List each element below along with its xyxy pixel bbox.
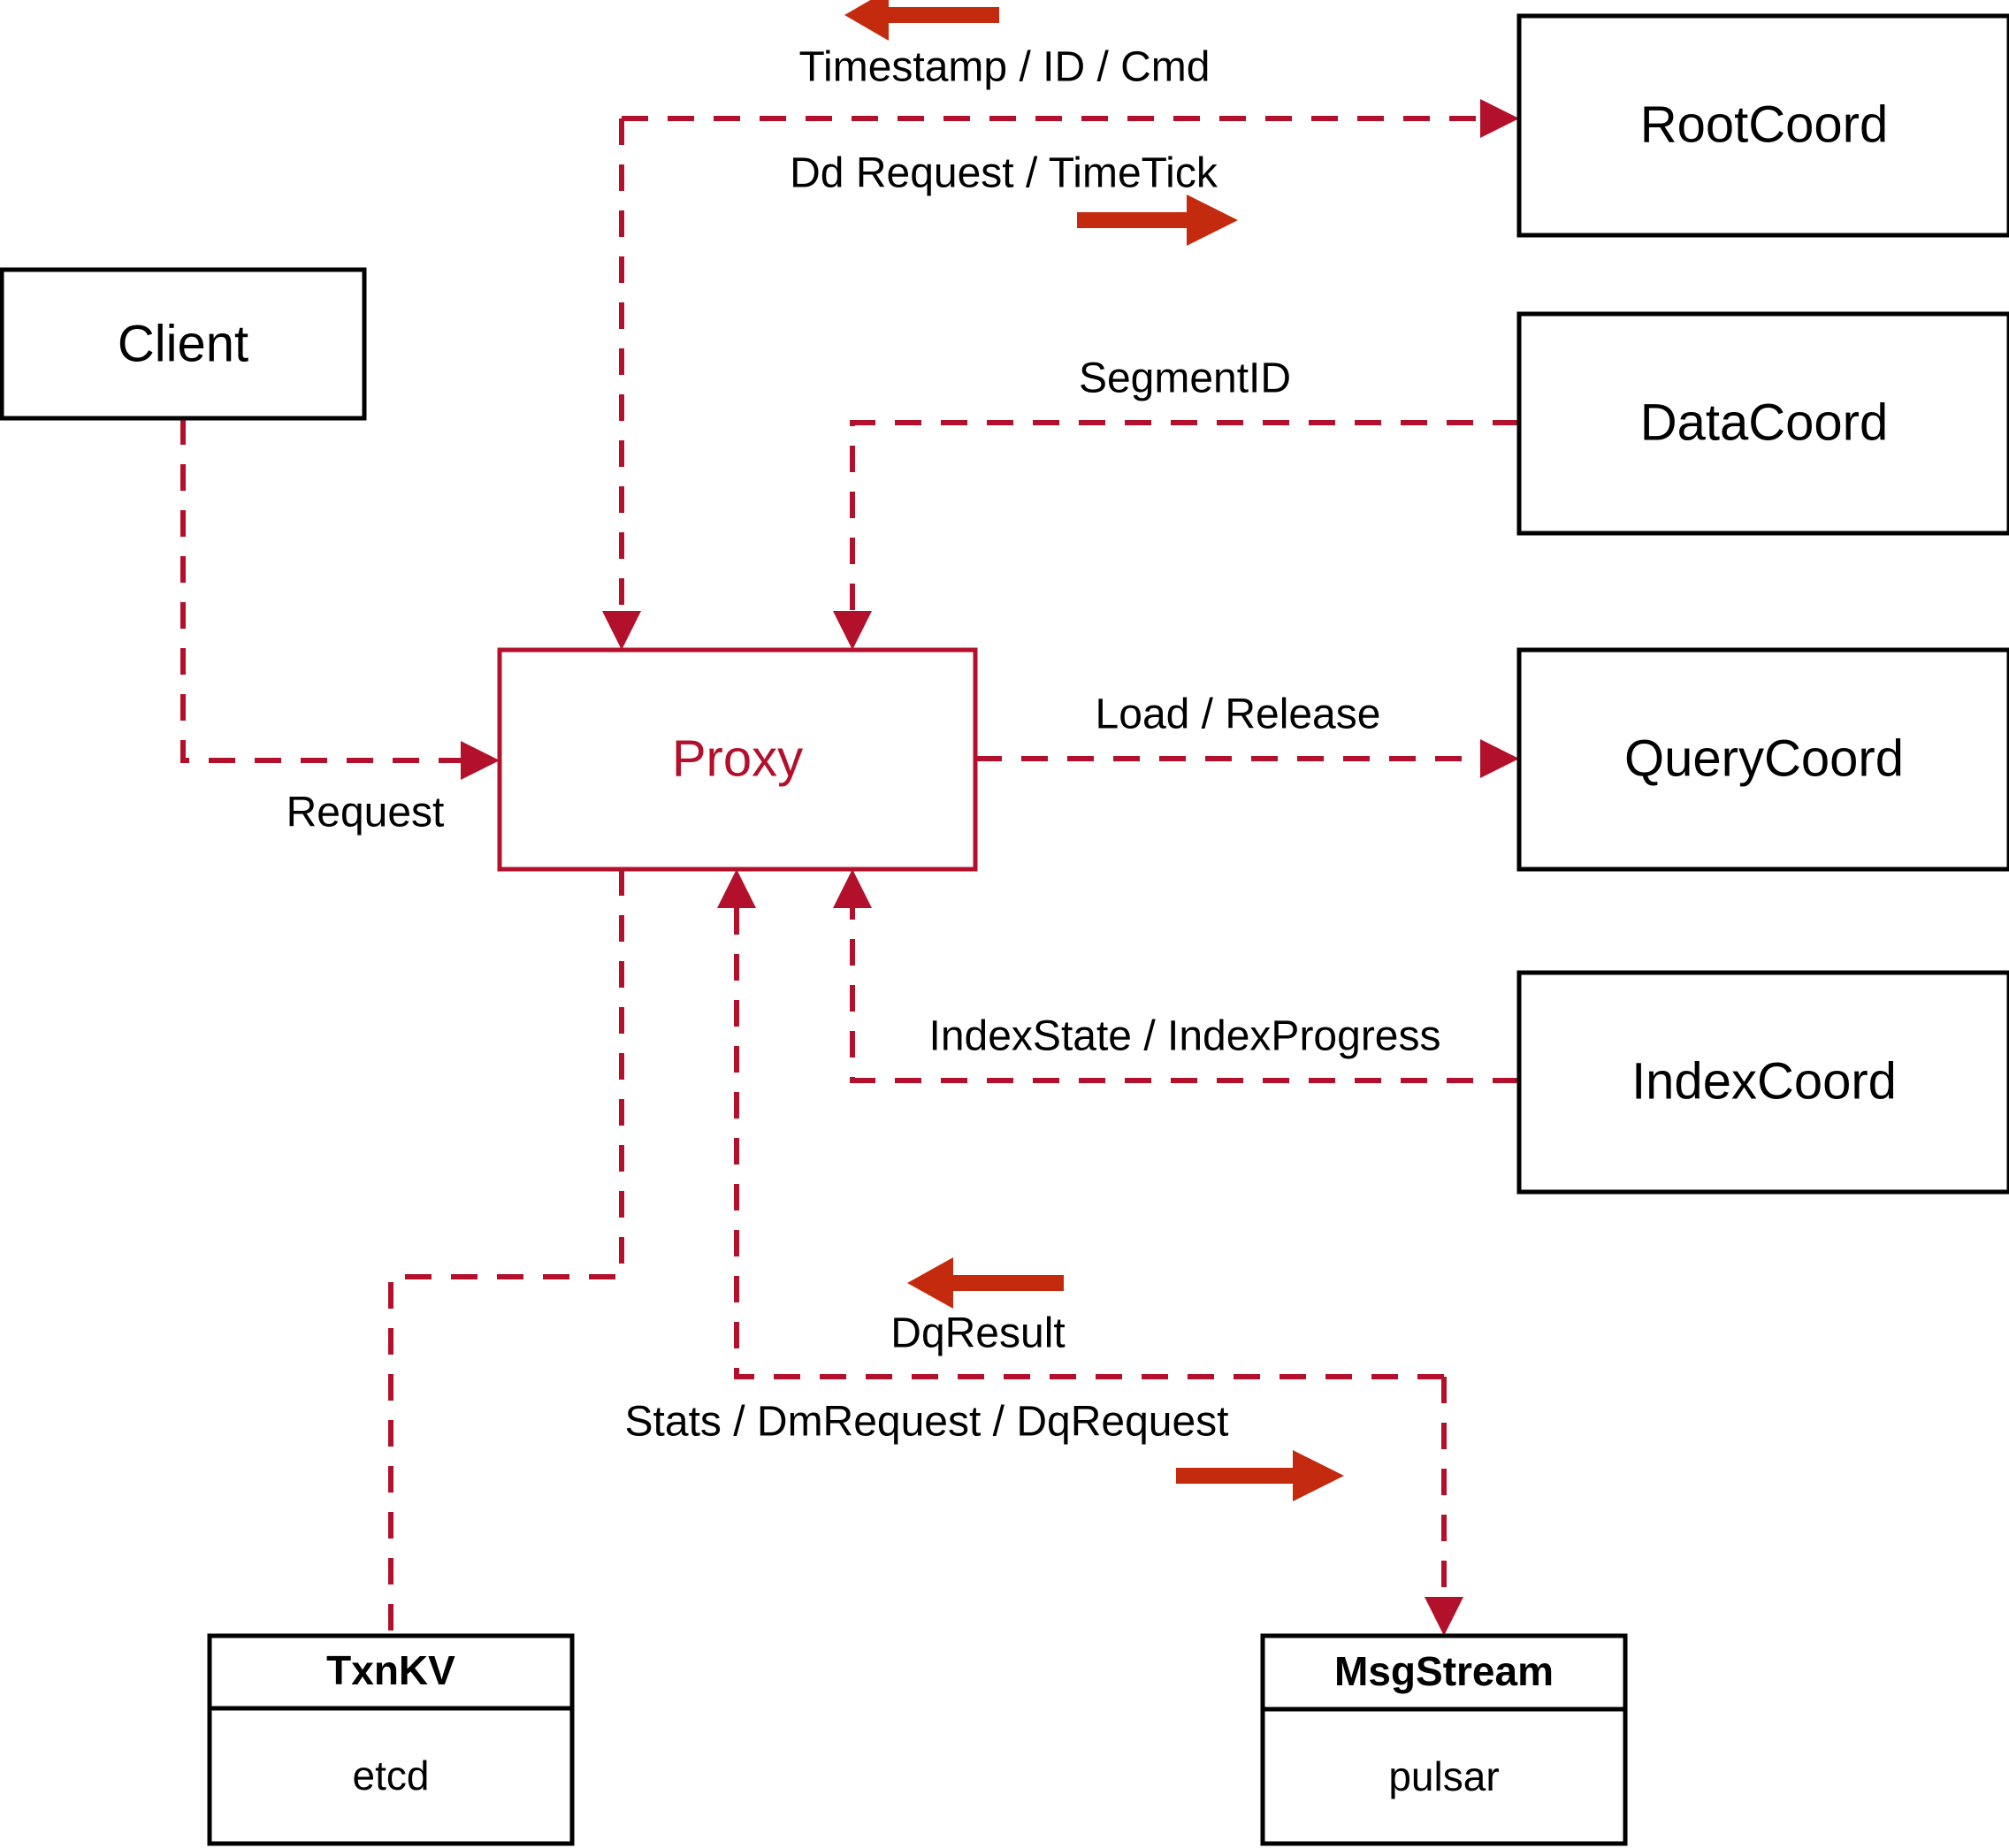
node-client[interactable]: Client <box>0 267 367 421</box>
direction-arrow-left-timestamp <box>844 0 999 41</box>
edge-proxy-to-txnkv <box>388 869 624 1636</box>
node-querycoord-box <box>1516 647 2009 872</box>
node-indexcoord[interactable]: IndexCoord <box>1516 970 2009 1195</box>
node-txnkv-title: TxnKV <box>326 1647 455 1693</box>
edge-proxy-to-querycoord-arrowhead <box>1480 739 1519 778</box>
node-datacoord[interactable]: DataCoord <box>1516 311 2009 536</box>
direction-arrow-right-ddrequest <box>1077 195 1238 246</box>
node-client-box <box>0 267 367 421</box>
node-rootcoord-label: RootCoord <box>1640 95 1888 153</box>
node-rootcoord[interactable]: RootCoord <box>1516 13 2009 238</box>
edge-label-request: Request <box>286 790 445 836</box>
node-msgstream-sublabel: pulsar <box>1388 1753 1499 1799</box>
node-msgstream-box <box>1260 1633 1628 1846</box>
edge-proxy-to-msgstream-arrowhead <box>1425 1597 1463 1636</box>
node-client-label: Client <box>118 315 248 372</box>
node-querycoord-label: QueryCoord <box>1624 729 1904 787</box>
edge-msgstream-to-proxy-arrowhead <box>717 869 756 908</box>
edge-label-dqresult: DqResult <box>890 1310 1065 1357</box>
edge-proxy-to-rootcoord-arrowhead <box>1480 99 1519 138</box>
edge-label-indexstate-indexprogress: IndexState / IndexProgress <box>929 1013 1441 1060</box>
edge-client-to-proxy-arrowhead <box>461 741 500 780</box>
direction-arrow-left-dqresult <box>907 1257 1064 1309</box>
direction-arrow-right-dmrequest <box>1176 1450 1344 1501</box>
edge-rootcoord-to-proxy-arrowhead <box>602 611 641 650</box>
edge-indexcoord-to-proxy <box>850 902 1519 1083</box>
node-proxy-box <box>497 647 978 872</box>
node-msgstream[interactable]: MsgStream pulsar <box>1260 1633 1628 1846</box>
node-indexcoord-label: IndexCoord <box>1631 1052 1897 1110</box>
edge-datacoord-to-proxy <box>850 420 1519 619</box>
node-proxy-label: Proxy <box>672 729 803 787</box>
edge-label-dd-request-timetick: Dd Request / TimeTick <box>790 150 1218 197</box>
edge-label-load-release: Load / Release <box>1096 691 1381 738</box>
edge-datacoord-to-proxy-arrowhead <box>833 611 872 650</box>
node-datacoord-label: DataCoord <box>1640 393 1888 451</box>
node-msgstream-title: MsgStream <box>1334 1648 1554 1694</box>
edge-client-to-proxy <box>180 418 469 763</box>
node-querycoord[interactable]: QueryCoord <box>1516 647 2009 872</box>
node-datacoord-box <box>1516 311 2009 536</box>
node-txnkv[interactable]: TxnKV etcd <box>207 1633 575 1846</box>
edge-label-timestamp-id-cmd: Timestamp / ID / Cmd <box>799 44 1211 91</box>
edge-indexcoord-to-proxy-arrowhead <box>833 869 872 908</box>
node-indexcoord-box <box>1516 970 2009 1195</box>
node-txnkv-box <box>207 1633 575 1846</box>
edge-label-segmentid: SegmentID <box>1079 355 1291 402</box>
edge-label-stats-dmrequest-dqrequest: Stats / DmRequest / DqRequest <box>625 1399 1229 1446</box>
edge-msgstream-to-proxy <box>734 902 1444 1379</box>
node-proxy[interactable]: Proxy <box>497 647 978 872</box>
node-txnkv-sublabel: etcd <box>353 1753 430 1798</box>
node-rootcoord-box <box>1516 13 2009 238</box>
